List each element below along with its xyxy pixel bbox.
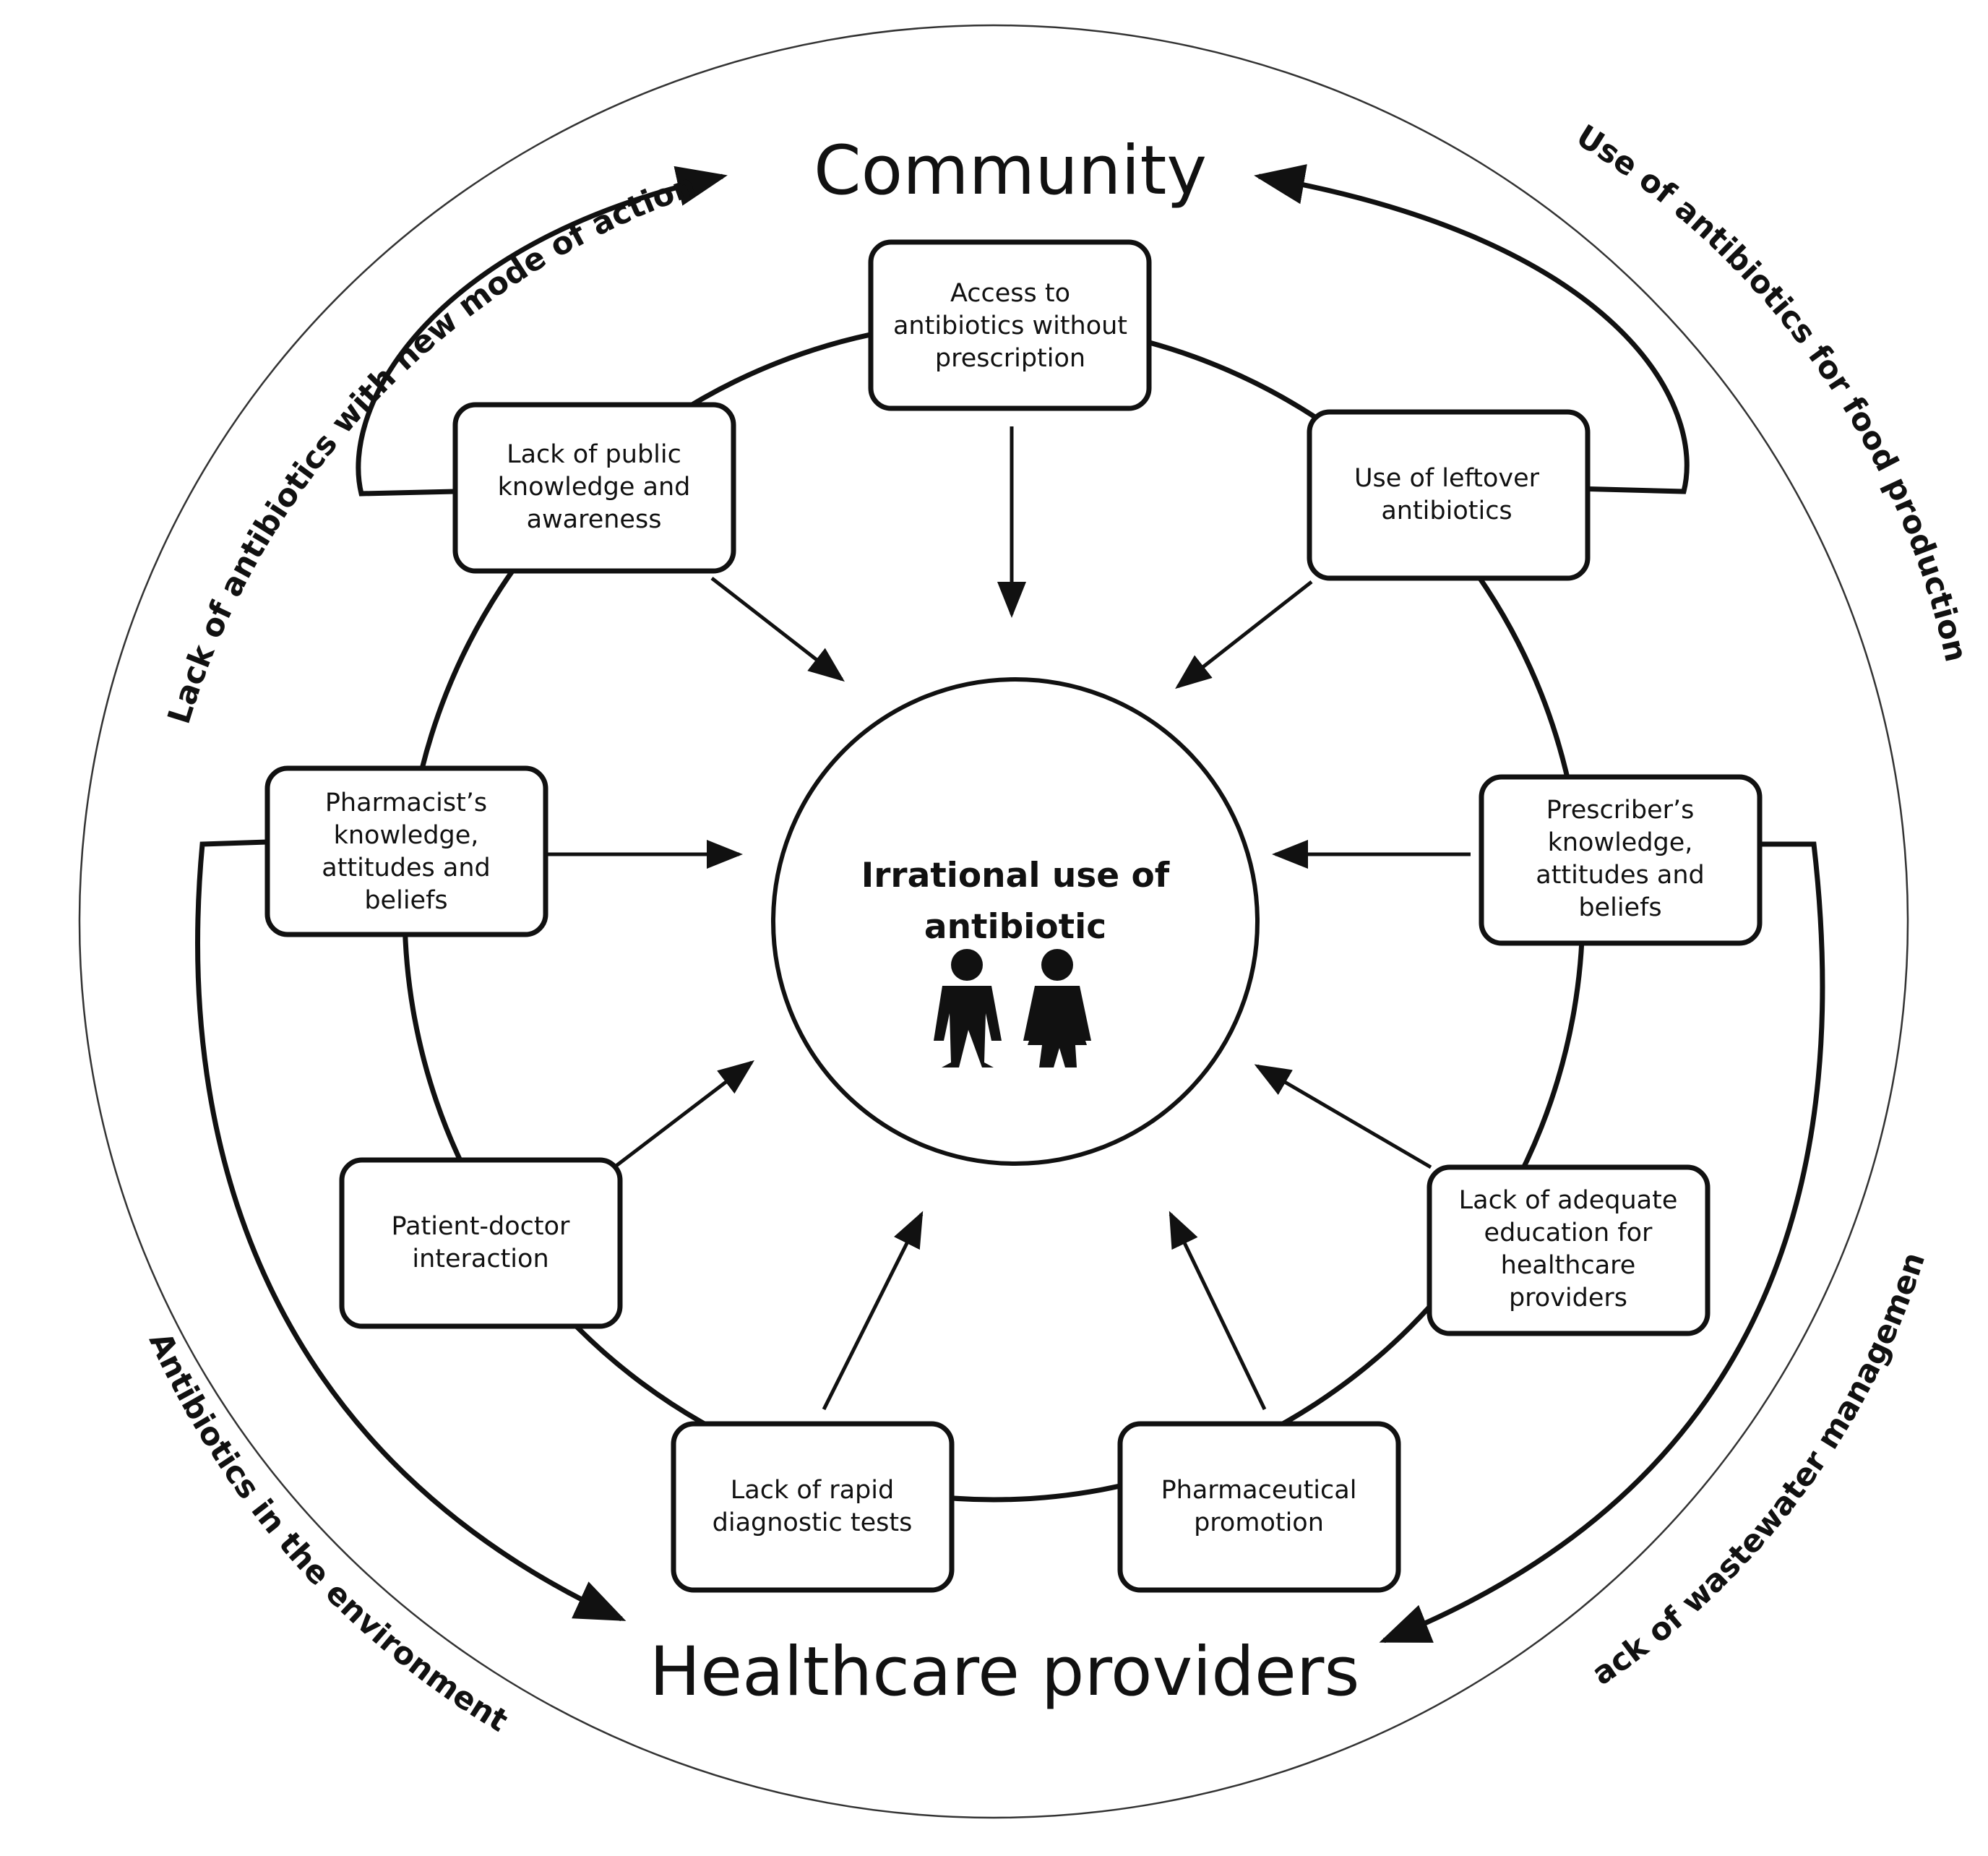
factor-text-prescriber-4: beliefs [1578,893,1661,922]
factor-text-pharmacist-4: beliefs [364,886,447,915]
factor-text-pharmacist-3: attitudes and [322,854,490,882]
arrow-public-knowledge [710,577,845,682]
curved-arrow-top-right [1254,164,1690,494]
center-title-line-2: antibiotic [924,907,1106,947]
arrow-patient-doctor [613,1060,754,1169]
arrow-promotion [1169,1211,1267,1411]
factor-text-access-1: Access to [950,279,1070,308]
factor-text-patient-doctor-2: interaction [412,1245,548,1273]
factor-box-pharmacist: Pharmacist’s knowledge, attitudes and be… [264,765,548,937]
factor-text-pharmacist-2: knowledge, [334,821,479,850]
factor-text-education-2: education for [1484,1219,1653,1247]
factor-text-education-3: healthcare [1501,1251,1636,1280]
people-icon [934,949,1091,1067]
arrow-diagnostic [822,1211,924,1411]
outer-circle [78,24,1909,1819]
group-label-healthcare-providers: Healthcare providers [650,1633,1360,1711]
factor-text-promotion-1: Pharmaceutical [1161,1476,1357,1505]
factor-text-diagnostic-1: Lack of rapid [731,1476,894,1505]
factor-text-prescriber-1: Prescriber’s [1546,796,1695,825]
factor-text-access-3: prescription [935,344,1085,373]
factor-text-promotion-2: promotion [1194,1508,1324,1537]
group-label-community: Community [814,132,1207,210]
factor-text-pharmacist-1: Pharmacist’s [325,789,487,817]
factor-box-patient-doctor: Patient-doctor interaction [339,1157,623,1329]
factor-text-public-knowledge-3: awareness [527,505,662,534]
curved-arrow-bottom-left [195,839,627,1622]
factor-box-leftover: Use of leftover antibiotics [1307,409,1591,581]
factor-text-public-knowledge-2: knowledge and [498,473,691,502]
factor-text-diagnostic-2: diagnostic tests [713,1508,913,1537]
center-title-line-1: Irrational use of [861,856,1170,895]
curved-arrow-bottom-right [1379,841,1825,1644]
factor-text-leftover-1: Use of leftover [1354,464,1540,493]
factor-box-promotion: Pharmaceutical promotion [1117,1421,1401,1593]
factor-text-patient-doctor-1: Patient-doctor [392,1212,571,1241]
factor-box-diagnostic: Lack of rapid diagnostic tests [671,1421,955,1593]
center-circle [771,677,1260,1166]
outer-label-food: Use of antibiotics for food production [1570,118,1974,665]
factor-text-education-1: Lack of adequate [1459,1186,1678,1215]
curved-arrow-top-left [356,166,728,497]
factor-text-prescriber-2: knowledge, [1548,828,1693,857]
factor-box-prescriber: Prescriber’s knowledge, attitudes and be… [1479,774,1763,946]
factor-text-leftover-2: antibiotics [1381,497,1512,525]
arrow-education [1254,1064,1432,1169]
factor-text-public-knowledge-1: Lack of public [507,440,681,469]
factor-box-education: Lack of adequate education for healthcar… [1427,1164,1711,1336]
outer-label-food-path: Use of antibiotics for food production [1570,118,1974,665]
arrow-leftover [1175,580,1313,689]
factor-box-access: Access to antibiotics without prescripti… [868,239,1152,411]
factor-text-prescriber-3: attitudes and [1536,861,1704,890]
factor-text-education-4: providers [1509,1284,1627,1312]
factor-text-access-2: antibiotics without [893,312,1127,340]
factor-box-public-knowledge: Lack of public knowledge and awareness [452,402,736,574]
